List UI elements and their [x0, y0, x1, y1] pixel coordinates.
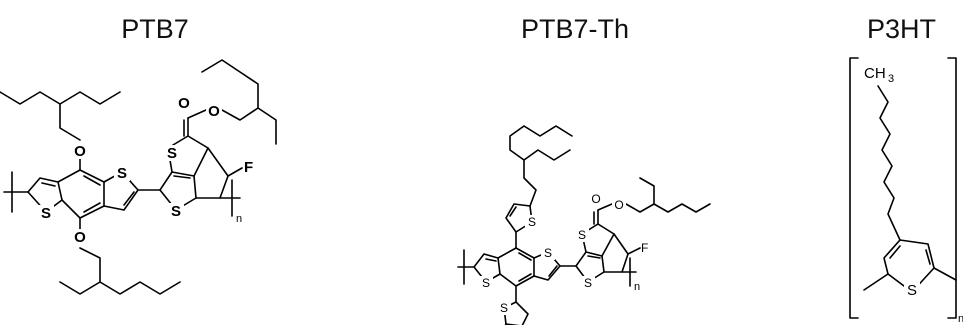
ptb7-atom-s-tt-top: S — [167, 145, 177, 162]
ptb7-th-atom-s-bdt-left: S — [482, 276, 490, 290]
ptb7-th-atom-o-carbonyl: O — [591, 192, 600, 206]
ptb7-th-repeat-n: n — [634, 281, 640, 293]
ptb7-th-atom-s-tt-bottom: S — [584, 276, 592, 290]
panel-p3ht: P3HT S CH 3 n — [840, 0, 963, 325]
ptb7-atom-o-carbonyl: O — [178, 95, 190, 112]
ptb7-th-atom-s-bdt-right: S — [544, 246, 552, 260]
ptb7-th-atom-s-thienyl-bottom: S — [500, 301, 508, 315]
panel-ptb7: PTB7 — [0, 0, 310, 325]
ptb7-repeat-n: n — [236, 213, 242, 225]
ptb7-atom-f: F — [244, 159, 253, 176]
ptb7-th-atom-o-ester: O — [614, 198, 623, 212]
ptb7-atom-o-ester: O — [208, 103, 220, 120]
p3ht-atom-s: S — [907, 282, 917, 299]
panel-ptb7-th: PTB7-Th — [440, 0, 711, 325]
panel-title-p3ht: P3HT — [866, 14, 937, 44]
ptb7-atom-s-tt-bottom: S — [171, 203, 181, 220]
ptb7-structure: O O O O S S S S F n — [0, 59, 277, 295]
panel-title-ptb7-th: PTB7-Th — [520, 14, 630, 44]
ptb7-th-skeleton — [457, 125, 711, 325]
ptb7-th-atom-f: F — [641, 241, 648, 255]
p3ht-atom-ch: CH — [864, 65, 886, 82]
ptb7-atom-o-bottom: O — [74, 229, 86, 246]
panel-title-ptb7: PTB7 — [121, 14, 189, 44]
ptb7-th-atom-s-tt-top: S — [578, 228, 586, 242]
ptb7-skeleton — [0, 59, 277, 295]
p3ht-structure: S CH 3 n — [849, 57, 963, 325]
p3ht-atom-ch3-subscript: 3 — [888, 73, 894, 85]
ptb7-atom-s-left: S — [41, 205, 51, 222]
p3ht-repeat-n: n — [958, 313, 963, 325]
ptb7-atom-s-bdt-right: S — [117, 165, 127, 182]
ptb7-th-atom-s-thienyl-top: S — [528, 215, 536, 229]
ptb7-th-structure: S S S S S S O O F n — [457, 125, 711, 325]
p3ht-skeleton — [849, 57, 957, 319]
ptb7-atom-o-top: O — [74, 143, 86, 160]
